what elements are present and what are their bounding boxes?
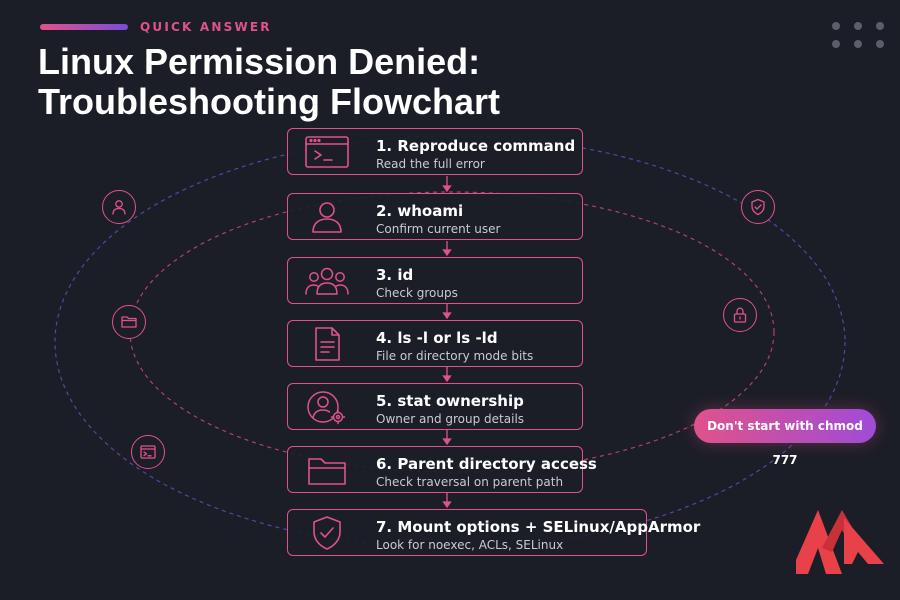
flow-step-5: 5. stat ownership Owner and group detail…	[287, 383, 583, 430]
orbit-user-icon	[102, 190, 136, 224]
orbit-terminal-icon	[131, 435, 165, 469]
flow-step-1: 1. Reproduce command Read the full error	[287, 128, 583, 175]
step-title: 3. id	[376, 266, 414, 284]
flow-step-3: 3. id Check groups	[287, 257, 583, 304]
step-title: 5. stat ownership	[376, 392, 524, 410]
step-subtitle: Check traversal on parent path	[376, 475, 564, 489]
step-subtitle: Read the full error	[376, 157, 485, 171]
orbit-folder-icon	[112, 305, 146, 339]
brand-logo-icon	[796, 510, 884, 574]
folder-icon	[304, 452, 350, 488]
step-title: 6. Parent directory access	[376, 455, 597, 473]
step-title: 1. Reproduce command	[376, 137, 576, 155]
dots-menu-icon	[828, 18, 888, 52]
step-title: 7. Mount options + SELinux/AppArmor	[376, 518, 701, 536]
step-subtitle: File or directory mode bits	[376, 349, 534, 363]
user-icon	[304, 199, 350, 235]
step-title: 4. ls -l or ls -ld	[376, 329, 498, 347]
users-group-icon	[304, 263, 350, 299]
eyebrow-label: QUICK ANSWER	[140, 20, 272, 34]
user-settings-icon	[304, 389, 350, 425]
step-subtitle: Check groups	[376, 286, 458, 300]
step-subtitle: Confirm current user	[376, 222, 501, 236]
shield-check-icon	[304, 515, 350, 551]
document-icon	[304, 326, 350, 362]
tip-badge: Don't start with chmod 777	[694, 409, 876, 467]
flow-step-6: 6. Parent directory access Check travers…	[287, 446, 597, 493]
step-subtitle: Owner and group details	[376, 412, 525, 426]
title-line-1: Linux Permission Denied:	[38, 41, 481, 82]
terminal-icon	[304, 134, 350, 170]
flow-step-2: 2. whoami Confirm current user	[287, 193, 583, 240]
flow-step-4: 4. ls -l or ls -ld File or directory mod…	[287, 320, 583, 367]
page-title: Linux Permission Denied: Troubleshooting…	[38, 42, 500, 122]
step-title: 2. whoami	[376, 202, 464, 220]
orbit-lock-icon	[723, 298, 757, 332]
title-line-2: Troubleshooting Flowchart	[38, 81, 500, 122]
orbit-shield-check-icon	[741, 190, 775, 224]
accent-bar	[40, 24, 128, 30]
flow-step-7: 7. Mount options + SELinux/AppArmor Look…	[287, 509, 700, 556]
step-subtitle: Look for noexec, ACLs, SELinux	[376, 538, 564, 552]
